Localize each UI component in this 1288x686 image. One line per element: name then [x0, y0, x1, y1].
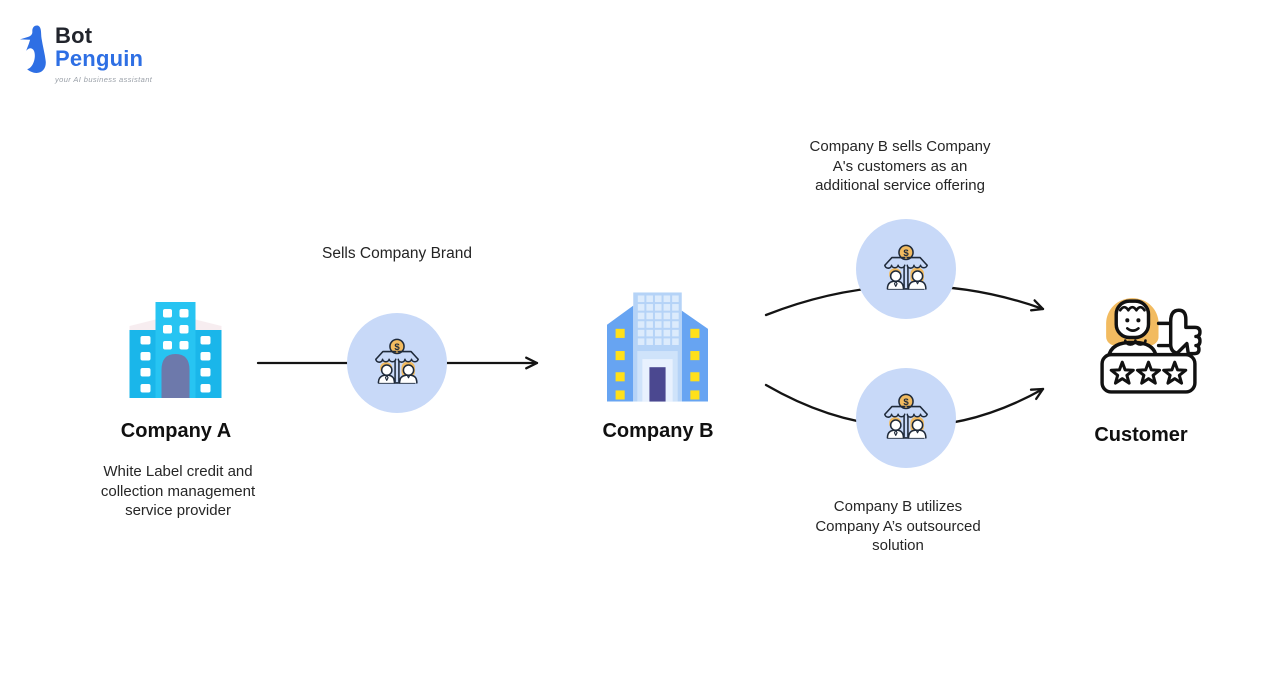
company-b-building-icon [607, 292, 708, 402]
marketplace-stall-icon: $ [375, 338, 419, 384]
dollar-symbol: $ [903, 247, 909, 258]
three-stars-rating [1109, 360, 1188, 385]
logo-tagline: your AI business assistant [55, 75, 153, 84]
storefront-bubble-bottom: $ [856, 368, 956, 468]
storefront-bubble-top: $ [856, 219, 956, 319]
customer-label: Customer [1094, 424, 1188, 446]
customer-icon [1100, 298, 1202, 394]
edge-note-bottom: Company B utilizes Company A’s outsource… [815, 498, 981, 554]
company-a-label: Company A [120, 420, 232, 442]
storefront-bubble-a-to-b: $ [347, 313, 447, 413]
company-b-label: Company B [602, 420, 714, 442]
logo-word-bot: Bot [55, 23, 93, 48]
logo-word-penguin: Penguin [55, 46, 144, 71]
company-a-description: White Label credit and collection manage… [100, 463, 256, 519]
botpenguin-logo: Bot Penguin your AI business assistant [18, 24, 152, 84]
marketplace-stall-icon: $ [884, 393, 928, 439]
edge-note-top: Company B sells Company A's customers as… [809, 138, 991, 194]
edge-label-sells-company-brand: Sells Company Brand [322, 245, 472, 262]
dollar-symbol: $ [903, 396, 909, 407]
company-a-building-icon [129, 302, 222, 398]
penguin-icon [19, 25, 46, 73]
marketplace-stall-icon: $ [884, 244, 928, 290]
dollar-symbol: $ [394, 341, 400, 352]
